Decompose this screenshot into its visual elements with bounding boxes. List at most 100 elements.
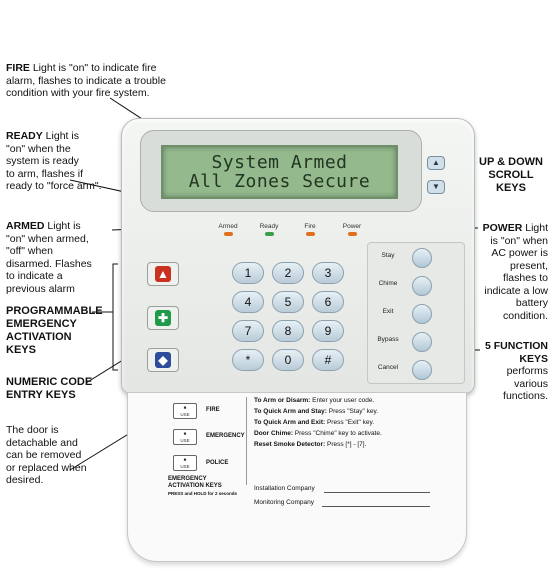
armed-text: Light is (44, 220, 81, 232)
instr-heading: To Quick Arm and Exit: (254, 419, 326, 426)
instr-heading: Door Chime: (254, 430, 293, 437)
door-instructions: To Arm or Disarm: Enter your user code. … (254, 395, 464, 450)
instr-heading: Reset Smoke Detector: (254, 441, 326, 448)
power-text: flashes to (503, 272, 548, 284)
ready-led (265, 232, 274, 236)
door-line: The door is (6, 424, 59, 436)
ready-annotation: READY Light is "on" when the system is r… (6, 130, 126, 193)
scroll-line: UP & DOWN (479, 156, 543, 168)
police-key-icon: ■USE (173, 455, 197, 471)
armed-text: "off" when (6, 245, 53, 257)
key-1[interactable]: 1 (232, 262, 264, 284)
exit-button[interactable] (412, 304, 432, 324)
eak-line: ACTIVATION KEYS (168, 483, 222, 489)
lcd-line-1: System Armed (211, 152, 348, 173)
prog-line: ACTIVATION (6, 331, 72, 343)
key-2[interactable]: 2 (272, 262, 304, 284)
door-line: can be removed (6, 449, 82, 461)
power-title: POWER (482, 222, 523, 234)
eak-line: PRESS and HOLD for 2 seconds (168, 491, 238, 496)
function-keys-annotation: 5 FUNCTION KEYS performs various functio… (474, 340, 548, 403)
key-3[interactable]: 3 (312, 262, 344, 284)
eak-heading: EMERGENCY ACTIVATION KEYS PRESS and HOLD… (168, 476, 237, 498)
power-text: indicate a low (484, 284, 548, 297)
flame-icon: ▲ (155, 266, 171, 282)
power-annotation: POWER Light is "on" when AC power is pre… (470, 222, 548, 322)
prog-line: KEYS (6, 344, 36, 356)
fire-text: condition with your fire system. (6, 87, 150, 99)
fire-led-label: Fire (304, 223, 316, 230)
instr-heading: To Quick Arm and Stay: (254, 408, 327, 415)
fire-annotation: FIRE Light is "on" to indicate fire alar… (6, 62, 186, 100)
armed-text: "on" when armed, (6, 232, 89, 245)
fn-title: KEYS (519, 352, 548, 365)
ready-text: ready to "force arm". (6, 180, 102, 192)
door-line: desired. (6, 474, 44, 486)
scroll-down-button[interactable]: ▼ (427, 180, 445, 194)
instr-text: Enter your user code. (310, 397, 375, 404)
fn-text: performs (506, 365, 548, 377)
armed-text: disarmed. Flashes (6, 257, 92, 270)
key-star[interactable]: * (232, 349, 264, 371)
chime-button[interactable] (412, 276, 432, 296)
power-text: Light (522, 222, 548, 234)
key-0[interactable]: 0 (272, 349, 304, 371)
key-5[interactable]: 5 (272, 291, 304, 313)
numeric-line: ENTRY KEYS (6, 389, 76, 401)
door-line: or replaced when (6, 461, 87, 474)
bypass-button[interactable] (412, 332, 432, 352)
door-fire-label: FIRE (206, 407, 220, 413)
medical-emergency-button[interactable]: ✚ (147, 306, 179, 330)
key-9[interactable]: 9 (312, 320, 344, 342)
installation-line (324, 492, 430, 493)
emergency-key-icon: ■USE (173, 429, 197, 445)
scroll-up-button[interactable]: ▲ (427, 156, 445, 170)
fn-title: 5 FUNCTION (485, 340, 548, 352)
programmable-keys-annotation: PROGRAMMABLE EMERGENCY ACTIVATION KEYS (6, 305, 106, 357)
door-police-label: POLICE (206, 460, 229, 466)
instr-text: Press "Exit" key. (325, 419, 375, 426)
scroll-line: SCROLL KEYS (488, 169, 534, 194)
key-6[interactable]: 6 (312, 291, 344, 313)
ready-text: system is ready (6, 155, 79, 167)
police-shield-icon: ◆ (155, 352, 171, 368)
key-4[interactable]: 4 (232, 291, 264, 313)
fire-text: alarm, flashes to indicate a trouble (6, 74, 166, 87)
power-text: condition. (503, 309, 548, 322)
bypass-label: Bypass (377, 336, 399, 343)
police-emergency-button[interactable]: ◆ (147, 348, 179, 372)
numeric-keys-annotation: NUMERIC CODE ENTRY KEYS (6, 376, 106, 402)
medical-cross-icon: ✚ (155, 310, 171, 326)
key-8[interactable]: 8 (272, 320, 304, 342)
lcd-line-2: All Zones Secure (188, 171, 371, 192)
cancel-button[interactable] (412, 360, 432, 380)
fire-emergency-button[interactable]: ▲ (147, 262, 179, 286)
chime-label: Chime (378, 280, 398, 287)
ready-text: to arm, flashes if (6, 167, 84, 180)
armed-title: ARMED (6, 220, 45, 232)
key-7[interactable]: 7 (232, 320, 264, 342)
ready-text: "on" when the (6, 142, 71, 155)
fire-key-icon: ■USE (173, 403, 197, 419)
monitoring-line (322, 506, 430, 507)
eak-line: EMERGENCY (168, 476, 207, 482)
lcd-display: System Armed All Zones Secure (161, 145, 398, 199)
key-hash[interactable]: # (312, 349, 344, 371)
cancel-label: Cancel (377, 364, 399, 371)
door-emergency-label: EMERGENCY (206, 433, 245, 439)
armed-led (224, 232, 233, 236)
power-text: present, (510, 259, 548, 272)
instr-heading: To Arm or Disarm: (254, 397, 311, 404)
door-line: detachable and (6, 436, 78, 449)
stay-label: Stay (381, 252, 395, 259)
ready-title: READY (6, 130, 43, 142)
power-text: AC power is (491, 247, 548, 259)
instr-text: Press "Stay" key. (326, 408, 379, 415)
armed-text: to indicate a (6, 270, 63, 282)
stay-button[interactable] (412, 248, 432, 268)
instr-text: Press "Chime" key to activate. (293, 430, 382, 437)
instr-text: Press [*] - [7]. (325, 441, 367, 448)
fn-text: various (514, 377, 548, 390)
keypad-door[interactable]: ■USE FIRE ■USE EMERGENCY ■USE POLICE EME… (127, 392, 467, 562)
fire-title: FIRE (6, 62, 30, 74)
